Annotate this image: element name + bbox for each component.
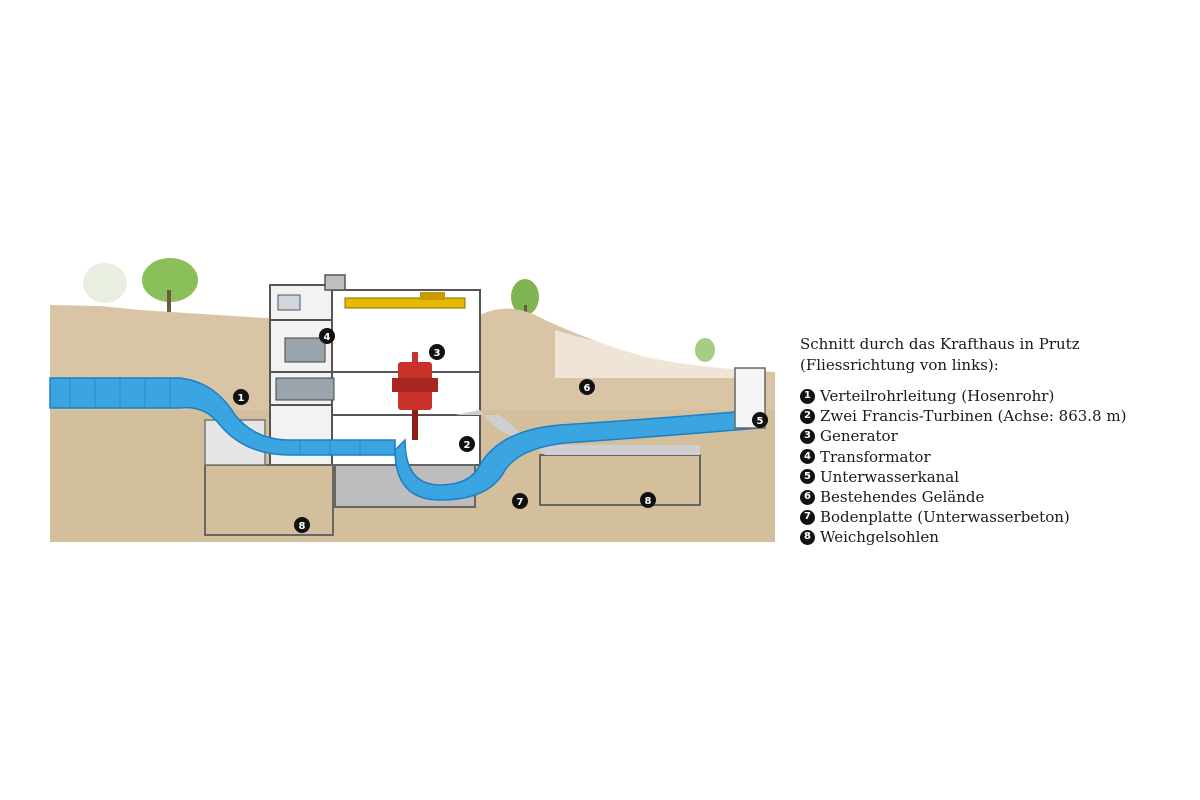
svg-text:1: 1 [238,393,245,404]
legend-number: 3 [800,429,815,444]
legend-item: 7 Bodenplatte (Unterwasserbeton) [800,507,1190,527]
legend-number: 6 [800,489,815,505]
legend-label: Bestehendes Gelände [820,488,985,507]
marker-6: 6 [579,379,595,395]
legend-label: Generator [820,427,898,446]
trees [83,258,715,362]
legend: Schnitt durch das Krafthaus in Prutz (Fl… [800,334,1190,548]
marker-3: 3 [429,344,445,360]
svg-text:6: 6 [584,383,591,394]
legend-item: 1 Verteilrohrleitung (Hosenrohr) [800,386,1190,406]
legend-item: 4 Transformator [800,447,1190,467]
marker-2: 2 [459,436,475,452]
legend-title-line-1: Schnitt durch das Krafthaus in Prutz [800,335,1080,353]
overhead-crane [344,292,466,309]
legend-label: Verteilrohrleitung (Hosenrohr) [820,387,1055,405]
terrain-light-slope [555,330,760,378]
legend-item: 6 Bestehendes Gelände [800,487,1190,507]
marker-8b: 8 [640,492,656,508]
svg-text:8: 8 [645,496,652,507]
legend-list: 1 Verteilrohrleitung (Hosenrohr) 2 Zwei Fr… [800,386,1190,548]
svg-text:3: 3 [434,348,441,359]
legend-label: Transformator [820,447,931,466]
svg-text:5: 5 [757,416,764,427]
legend-label: Bodenplatte (Unterwasserbeton) [820,508,1070,527]
legend-title-line-2: (Fliessrichtung von links): [800,356,999,374]
legend-number: 1 [800,388,815,404]
powerhouse-cross-section: 1 2 3 4 5 6 7 8 8 [49,258,775,543]
legend-number: 2 [800,408,815,424]
legend-item: 2 Zwei Francis-Turbinen (Achse: 863.8 m) [800,406,1190,426]
pipe-rings [69,378,361,455]
legend-item: 3 Generator [800,426,1190,446]
legend-number: 8 [800,530,815,546]
generator [392,352,438,440]
legend-number: 4 [800,449,815,465]
marker-1: 1 [233,389,249,405]
legend-number: 5 [800,469,815,485]
marker-5: 5 [752,412,768,428]
legend-item: 8 Weichgelsohlen [800,527,1190,547]
marker-8a: 8 [294,517,310,533]
marker-4: 4 [319,328,335,344]
svg-text:2: 2 [464,440,471,451]
legend-label: Weichgelsohlen [820,528,939,547]
legend-label: Unterwasserkanal [820,467,960,486]
marker-7: 7 [512,493,528,509]
svg-text:7: 7 [517,497,524,508]
legend-title: Schnitt durch das Krafthaus in Prutz (Fl… [800,334,1190,376]
legend-label: Zwei Francis-Turbinen (Achse: 863.8 m) [820,407,1127,426]
legend-number: 7 [800,509,815,525]
legend-item: 5 Unterwasserkanal [800,467,1190,487]
svg-text:8: 8 [299,521,306,532]
svg-text:4: 4 [324,332,331,343]
